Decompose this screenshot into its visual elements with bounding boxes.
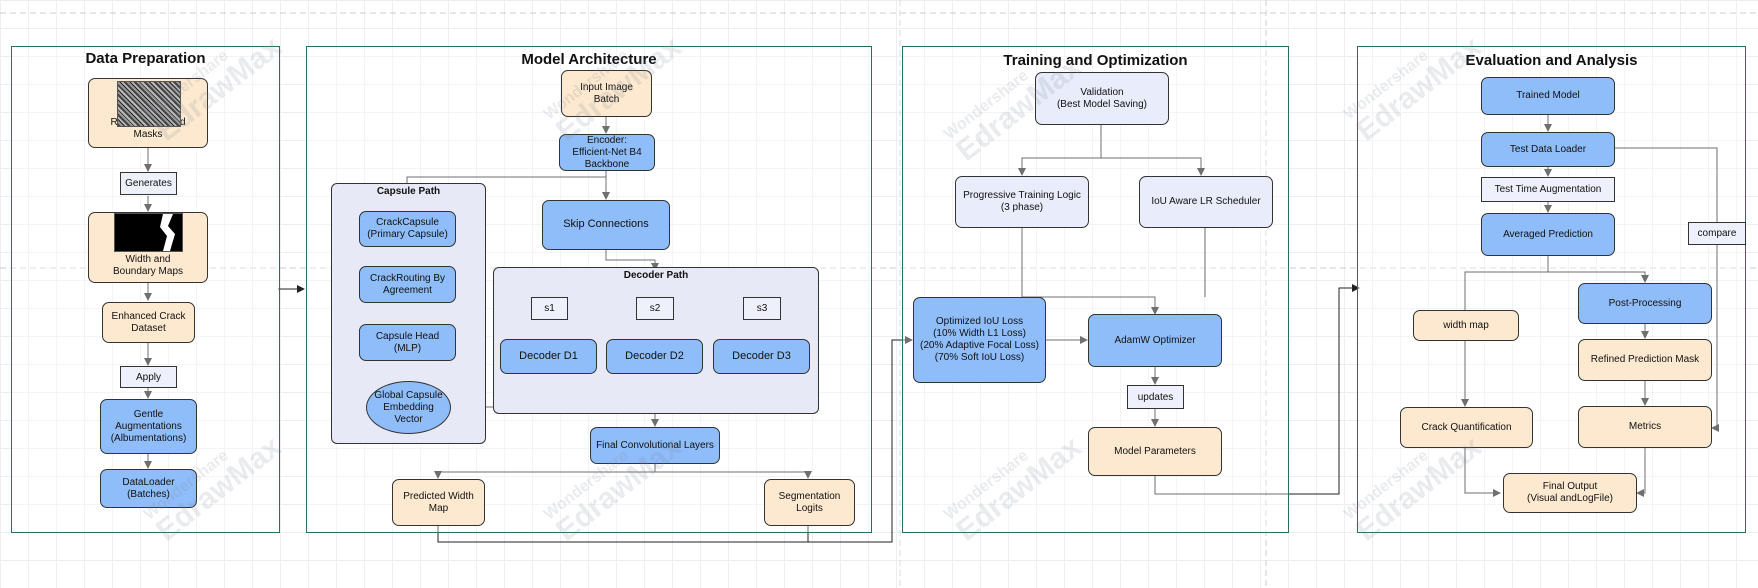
iou-lr-label: IoU Aware LR Scheduler <box>1151 196 1261 207</box>
adamw-optimizer-box[interactable]: AdamW Optimizer <box>1088 314 1222 367</box>
metrics-label: Metrics <box>1628 421 1662 432</box>
optimized-iou-loss-box[interactable]: Optimized IoU Loss (10% Width L1 Loss) (… <box>913 297 1046 383</box>
final-conv-label: Final Convolutional Layers <box>596 439 714 451</box>
averaged-prediction-box[interactable]: Averaged Prediction <box>1481 213 1615 256</box>
capsule-head-label: Capsule Head (MLP) <box>375 330 440 354</box>
post-processing-label: Post-Processing <box>1608 297 1682 309</box>
decoder-d3-box[interactable]: Decoder D3 <box>713 339 810 374</box>
tta-label: Test Time Augmentation <box>1481 177 1615 202</box>
input-image-batch-box[interactable]: Input Image Batch <box>561 70 652 117</box>
test-data-loader-box[interactable]: Test Data Loader <box>1481 132 1615 167</box>
panel-title: Data Preparation <box>85 50 206 67</box>
averaged-label: Averaged Prediction <box>1503 228 1593 240</box>
decoder-d2-label: Decoder D2 <box>625 349 684 362</box>
gentle-aug-label: Gentle Augmentations (Albumentations) <box>110 408 187 444</box>
metrics-box[interactable]: Metrics <box>1578 406 1712 448</box>
gentle-augmentations-box[interactable]: Gentle Augmentations (Albumentations) <box>100 399 197 454</box>
adamw-label: AdamW Optimizer <box>1114 334 1196 346</box>
refined-label: Refined Prediction Mask <box>1590 354 1700 365</box>
final-conv-layers-box[interactable]: Final Convolutional Layers <box>590 427 720 464</box>
trained-model-box[interactable]: Trained Model <box>1481 77 1615 115</box>
progressive-label: Progressive Training Logic (3 phase) <box>963 190 1081 213</box>
dataloader-box[interactable]: DataLoader (Batches) <box>100 469 197 508</box>
test-loader-label: Test Data Loader <box>1509 143 1587 155</box>
predicted-width-label: Predicted Width Map <box>403 490 474 514</box>
final-output-box[interactable]: Final Output (Visual andLogFile) <box>1503 473 1637 513</box>
encoder-box[interactable]: Encoder: Efficient-Net B4 Backbone <box>559 134 655 171</box>
panel-title: Evaluation and Analysis <box>1465 52 1638 69</box>
global-capsule-embedding-ellipse[interactable]: Global Capsule Embedding Vector <box>366 381 451 434</box>
optimized-loss-label: Optimized IoU Loss (10% Width L1 Loss) (… <box>920 316 1039 363</box>
width-map-box[interactable]: width map <box>1413 310 1519 341</box>
width-map-label: width map <box>1443 319 1489 331</box>
refined-prediction-mask-box[interactable]: Refined Prediction Mask <box>1578 339 1712 381</box>
post-processing-box[interactable]: Post-Processing <box>1578 283 1712 324</box>
compare-label: compare <box>1688 222 1746 245</box>
crack-quantification-box[interactable]: Crack Quantification <box>1400 407 1533 448</box>
decoder-d2-box[interactable]: Decoder D2 <box>606 339 703 374</box>
panel-title: Training and Optimization <box>1003 52 1188 69</box>
decoder-d1-label: Decoder D1 <box>519 349 578 362</box>
validation-label: Validation (Best Model Saving) <box>1056 86 1148 110</box>
crackcapsule-label: CrackCapsule (Primary Capsule) <box>367 217 448 240</box>
enhanced-crack-label: Enhanced Crack Dataset <box>111 310 186 334</box>
capsule-path-title: Capsule Path <box>376 186 441 197</box>
predicted-width-map-box[interactable]: Predicted Width Map <box>392 479 485 526</box>
model-parameters-box[interactable]: Model Parameters <box>1088 427 1222 476</box>
encoder-label: Encoder: Efficient-Net B4 Backbone <box>572 134 642 170</box>
capsule-head-box[interactable]: Capsule Head (MLP) <box>359 324 456 361</box>
s2-label: s2 <box>636 297 674 320</box>
crackrouting-label: CrackRouting By Agreement <box>369 272 446 296</box>
skip-connections-box[interactable]: Skip Connections <box>542 200 670 250</box>
decoder-d1-box[interactable]: Decoder D1 <box>500 339 597 374</box>
raw-image-thumbnail <box>117 81 181 127</box>
progressive-training-box[interactable]: Progressive Training Logic (3 phase) <box>955 176 1089 228</box>
skip-connections-label: Skip Connections <box>563 218 649 231</box>
model-params-label: Model Parameters <box>1114 445 1196 457</box>
input-batch-label: Input Image Batch <box>580 81 633 105</box>
apply-label: Apply <box>120 366 177 388</box>
generates-label: Generates <box>120 172 177 195</box>
mask-image-thumbnail <box>114 213 183 252</box>
decoder-path-title: Decoder Path <box>623 270 689 281</box>
crackrouting-box[interactable]: CrackRouting By Agreement <box>359 266 456 303</box>
panel-title: Model Architecture <box>521 51 657 68</box>
global-embedding-label: Global Capsule Embedding Vector <box>374 389 443 425</box>
validation-box[interactable]: Validation (Best Model Saving) <box>1035 72 1169 125</box>
enhanced-crack-dataset-box[interactable]: Enhanced Crack Dataset <box>102 302 195 343</box>
s1-label: s1 <box>531 297 568 320</box>
trained-model-label: Trained Model <box>1516 90 1580 101</box>
s3-label: s3 <box>743 297 781 320</box>
crack-quant-label: Crack Quantification <box>1421 421 1512 433</box>
dataloader-label: DataLoader (Batches) <box>122 476 175 500</box>
width-boundary-label: Width and Boundary Maps <box>112 254 184 277</box>
crackcapsule-box[interactable]: CrackCapsule (Primary Capsule) <box>359 211 456 247</box>
segmentation-logits-box[interactable]: Segmentation Logits <box>764 479 855 526</box>
final-output-label: Final Output (Visual andLogFile) <box>1527 481 1613 504</box>
segmentation-logits-label: Segmentation Logits <box>778 490 841 514</box>
iou-lr-scheduler-box[interactable]: IoU Aware LR Scheduler <box>1139 176 1273 228</box>
updates-label: updates <box>1127 385 1184 409</box>
decoder-d3-label: Decoder D3 <box>732 349 791 362</box>
